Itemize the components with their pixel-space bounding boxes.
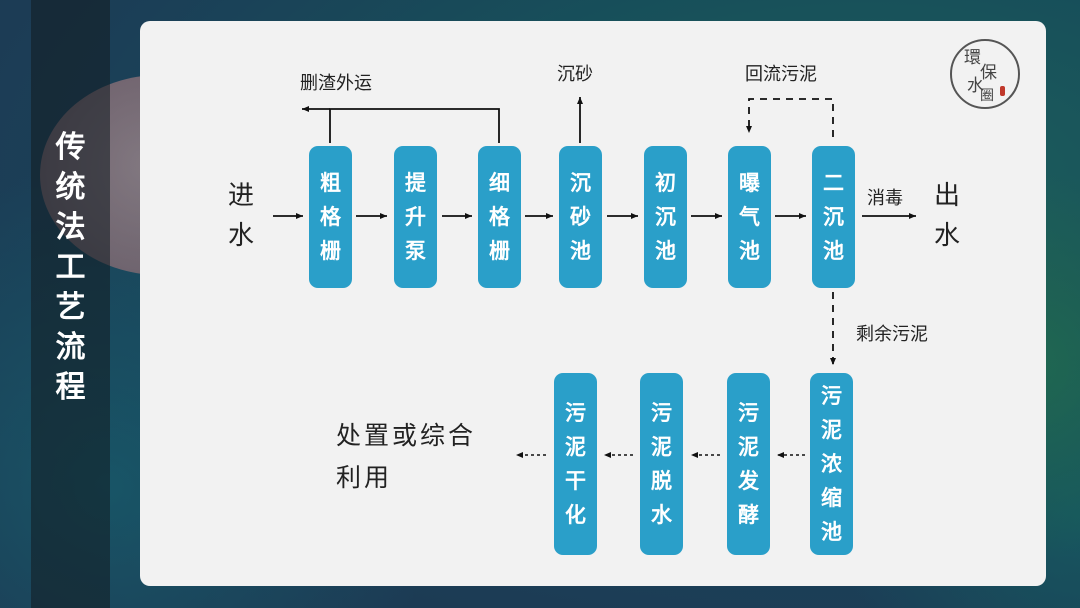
box-char: 泥 [821,418,842,442]
process-box-coarse-screen: 粗 格 栅 [309,146,352,288]
title-char: 工 [55,250,86,285]
box-char: 沉 [823,205,844,229]
box-char: 污 [651,401,672,425]
logo-char: 圈 [980,88,994,104]
title-char: 流 [55,330,86,365]
final-disposal-line: 利用 [336,463,393,492]
box-char: 池 [823,239,844,263]
box-char: 浓 [821,452,842,476]
box-char: 水 [651,503,672,527]
box-char: 泥 [565,435,586,459]
grit-label: 沉砂 [557,64,593,85]
box-char: 池 [570,239,591,263]
box-char: 提 [405,171,426,195]
box-char: 沉 [655,205,676,229]
process-box-fine-screen: 细 格 栅 [478,146,521,288]
return-sludge-label: 回流污泥 [745,64,817,85]
box-char: 池 [739,239,760,263]
logo-icon: 環 保 水 圈 [950,39,1020,109]
logo-char: 水 [967,76,984,96]
title-sidebar [31,0,110,608]
inlet-char: 水 [228,221,255,251]
box-char: 污 [821,384,842,408]
box-char: 池 [821,520,842,544]
process-box-secondary-clarifier: 二 沉 池 [812,146,855,288]
sludge-box-drying: 污 泥 干 化 [554,373,597,555]
box-char: 污 [738,401,759,425]
process-box-lift-pump: 提 升 泵 [394,146,437,288]
box-char: 初 [655,171,676,195]
sludge-box-dewatering: 污 泥 脱 水 [640,373,683,555]
box-char: 砂 [570,205,591,229]
disinfection-label: 消毒 [867,188,903,209]
title-char: 程 [55,370,86,405]
title-char: 传 [55,130,86,165]
box-char: 气 [739,205,760,229]
box-char: 二 [823,171,844,195]
logo-char: 環 [964,48,981,68]
sludge-box-fermentation: 污 泥 发 酵 [727,373,770,555]
slide-title: 传 统 法 工 艺 流 程 [31,128,110,408]
box-char: 酵 [738,503,759,527]
box-char: 细 [489,171,510,195]
title-char: 法 [55,210,86,245]
box-char: 泥 [738,435,759,459]
final-disposal-line: 处置或综合 [336,421,477,450]
box-char: 泥 [651,435,672,459]
box-char: 脱 [651,469,672,493]
excess-sludge-label: 剩余污泥 [856,324,928,345]
box-char: 栅 [320,239,341,263]
logo-char: 保 [980,63,997,83]
box-char: 升 [405,205,426,229]
box-char: 池 [655,239,676,263]
process-box-aeration-tank: 曝 气 池 [728,146,771,288]
process-box-grit-chamber: 沉 砂 池 [559,146,602,288]
box-char: 污 [565,401,586,425]
box-char: 栅 [489,239,510,263]
inlet-char: 进 [228,181,255,211]
inlet-label: 进 水 [228,176,254,256]
sludge-box-thickener: 污 泥 浓 缩 池 [810,373,853,555]
box-char: 粗 [320,171,341,195]
box-char: 化 [565,503,586,527]
outlet-char: 水 [934,221,961,251]
box-char: 缩 [821,486,842,510]
box-char: 泵 [405,239,426,263]
logo-seal [1000,86,1005,96]
box-char: 格 [489,205,510,229]
title-char: 统 [55,170,86,205]
outlet-char: 出 [934,181,961,211]
box-char: 格 [320,205,341,229]
title-char: 艺 [55,290,86,325]
screenings-label: 删渣外运 [300,73,372,94]
outlet-label: 出 水 [934,176,960,256]
final-disposal-label: 处置或综合 利用 [336,415,476,499]
box-char: 沉 [570,171,591,195]
process-box-primary-clarifier: 初 沉 池 [644,146,687,288]
box-char: 曝 [739,171,760,195]
box-char: 干 [565,469,586,493]
box-char: 发 [738,469,759,493]
